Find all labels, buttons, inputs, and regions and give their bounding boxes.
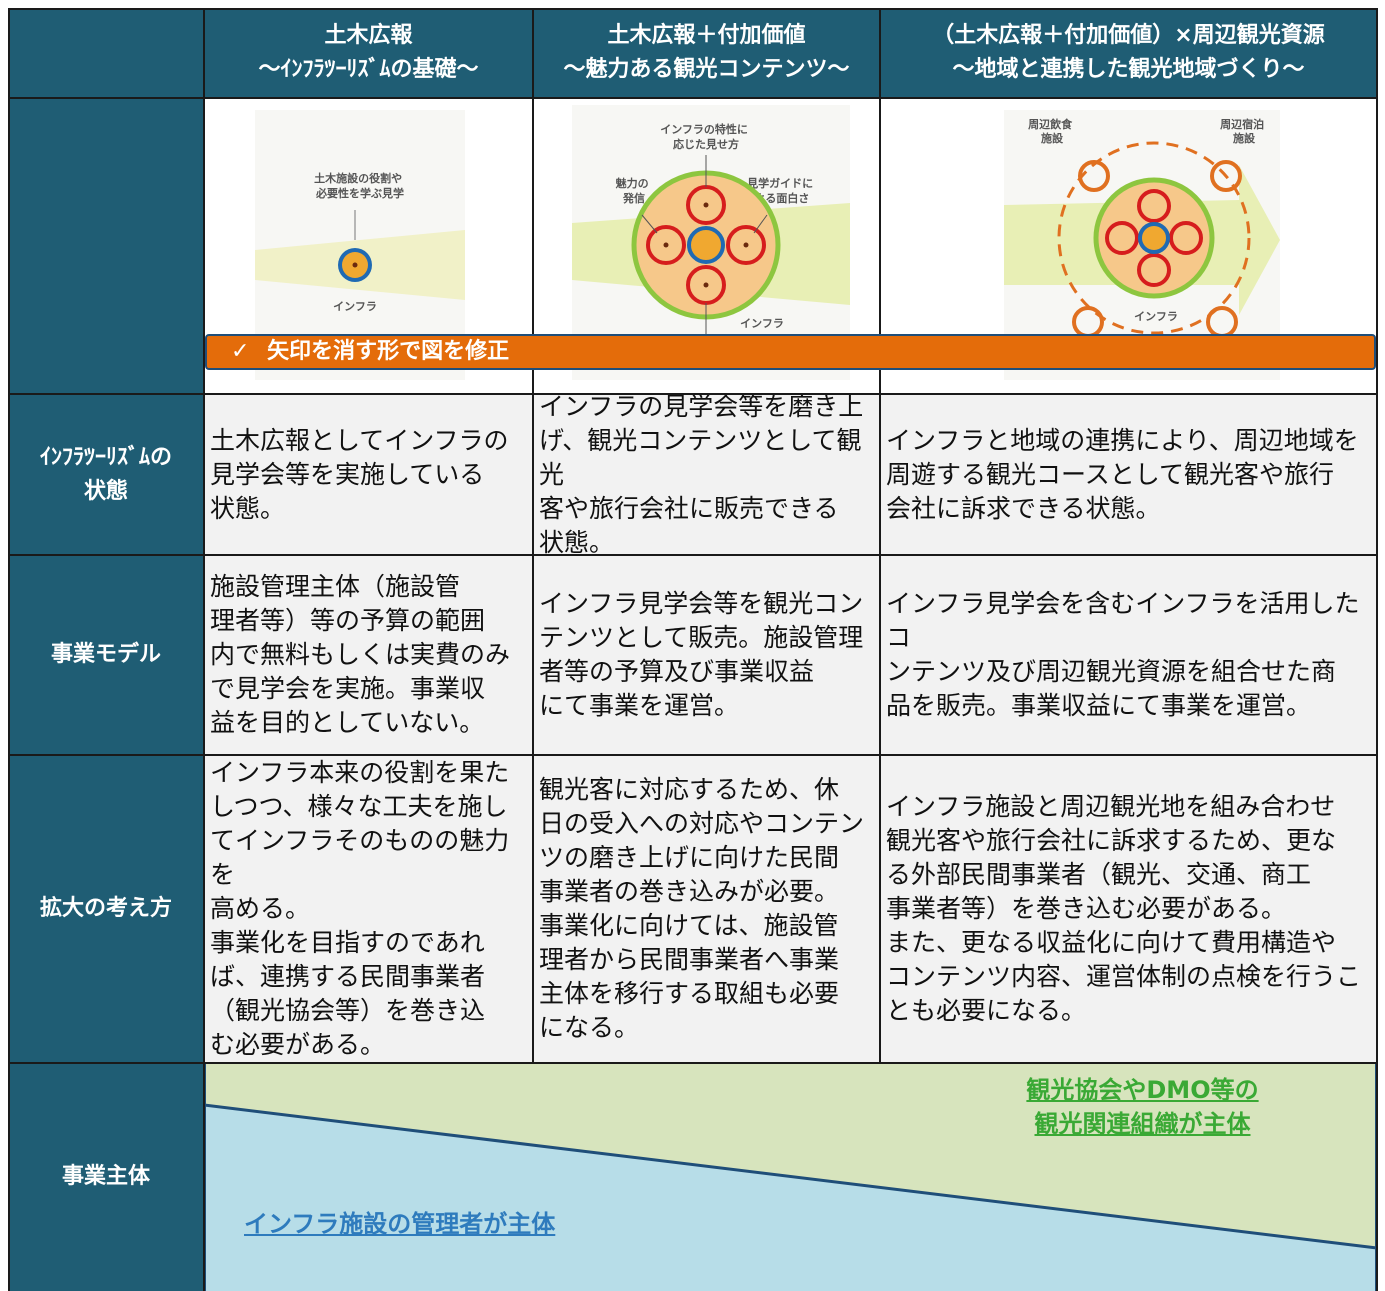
row-expansion-col2: 観光客に対応するため、休 日の受入への対応やコンテン ツの磨き上げに向けた民間 … <box>533 755 880 1063</box>
grid-line <box>8 554 1377 556</box>
row-state-col3: インフラと地域の連携により、周辺地域を 周遊する観光コースとして観光客や旅行 会… <box>880 394 1377 555</box>
tourism-entity-text: 観光協会やDMO等の 観光関連組織が主体 <box>1026 1076 1259 1138</box>
fig1-center-label: インフラ <box>333 300 377 313</box>
row-model-col2: インフラ見学会等を観光コン テンツとして販売。施設管理 者等の予算及び事業収益 … <box>533 555 880 755</box>
svg-text:見学ガイドに よる面白さ: 見学ガイドに よる面白さ <box>746 176 817 205</box>
svg-text:インフラ: インフラ <box>1134 310 1178 323</box>
grid-line <box>879 8 881 1063</box>
header-col1: 土木広報 ～ｲﾝﾌﾗﾂｰﾘｽﾞﾑの基礎～ <box>204 8 533 98</box>
row-expansion-col1: インフラ本来の役割を果た しつつ、様々な工夫を施し てインフラそのものの魅力を … <box>204 755 533 1063</box>
header-col3-subtitle: ～地域と連携した観光地域づくり～ <box>952 57 1305 82</box>
header-col2-title: 土木広報＋付加価値 <box>607 23 806 48</box>
row-state-col2: インフラの見学会等を磨き上 げ、観光コンテンツとして観光 客や旅行会社に販売でき… <box>533 392 880 557</box>
grid-line <box>8 393 1377 395</box>
row-state-col1: 土木広報としてインフラの 見学会等を実施している 状態。 <box>204 394 533 555</box>
header-col1-subtitle: ～ｲﾝﾌﾗﾂｰﾘｽﾞﾑの基礎～ <box>258 57 479 82</box>
row-label-entity: 事業主体 <box>8 1063 204 1291</box>
grid-line <box>8 754 1377 756</box>
svg-text:魅力の 発信: 魅力の 発信 <box>616 176 653 205</box>
header-col3-title: （土木広報＋付加価値）×周辺観光資源 <box>932 23 1325 48</box>
row-label-expansion: 拡大の考え方 <box>8 755 204 1063</box>
figure-row-label <box>8 98 204 394</box>
grid-line <box>8 1062 1377 1064</box>
svg-text:インフラ: インフラ <box>740 317 784 330</box>
grid-line <box>532 8 534 1063</box>
row-expansion-col3: インフラ施設と周辺観光地を組み合わせ 観光客や旅行会社に訴求するため、更な る外… <box>880 755 1377 1063</box>
infra-entity-text: インフラ施設の管理者が主体 <box>244 1210 556 1238</box>
svg-text:インフラの特性に 応じた見せ方: インフラの特性に 応じた見せ方 <box>660 122 752 151</box>
svg-text:周辺宿泊 施設: 周辺宿泊 施設 <box>1220 117 1268 145</box>
svg-text:周辺飲食 施設: 周辺飲食 施設 <box>1028 117 1076 145</box>
check-icon: ✓ <box>231 339 250 364</box>
fig1-caption-line1: 土木施設の役割や <box>314 171 402 185</box>
banner-text: 矢印を消す形で図を修正 <box>267 339 510 364</box>
grid-line <box>203 8 205 1291</box>
header-col2-subtitle: ～魅力ある観光コンテンツ～ <box>563 57 850 82</box>
header-col2: 土木広報＋付加価値 ～魅力ある観光コンテンツ～ <box>533 8 880 98</box>
correction-banner: ✓ 矢印を消す形で図を修正 <box>205 334 1376 370</box>
row-label-business-model: 事業モデル <box>8 555 204 755</box>
grid-line <box>8 97 1377 99</box>
header-col3: （土木広報＋付加価値）×周辺観光資源 ～地域と連携した観光地域づくり～ <box>880 8 1377 98</box>
header-corner <box>8 8 204 98</box>
entity-diagram <box>204 1063 1377 1291</box>
grid-line <box>1376 8 1378 1291</box>
header-col1-title: 土木広報 <box>324 23 413 48</box>
row-model-col1: 施設管理主体（施設管 理者等）等の予算の範囲 内で無料もしくは実費のみ で見学会… <box>204 555 533 755</box>
fig1-caption-line2: 必要性を学ぶ見学 <box>315 186 404 200</box>
grid-line <box>8 8 1377 10</box>
row-model-col3: インフラ見学会を含むインフラを活用したコ ンテンツ及び周辺観光資源を組合せた商 … <box>880 555 1377 755</box>
row-label-state: ｲﾝﾌﾗﾂｰﾘｽﾞﾑの 状態 <box>8 394 204 555</box>
grid-line <box>8 8 10 1291</box>
svg-text:土木施設の役割や 必要性を学ぶ見学: 土木施設の役割や 必要性を学ぶ見学 <box>314 171 406 200</box>
